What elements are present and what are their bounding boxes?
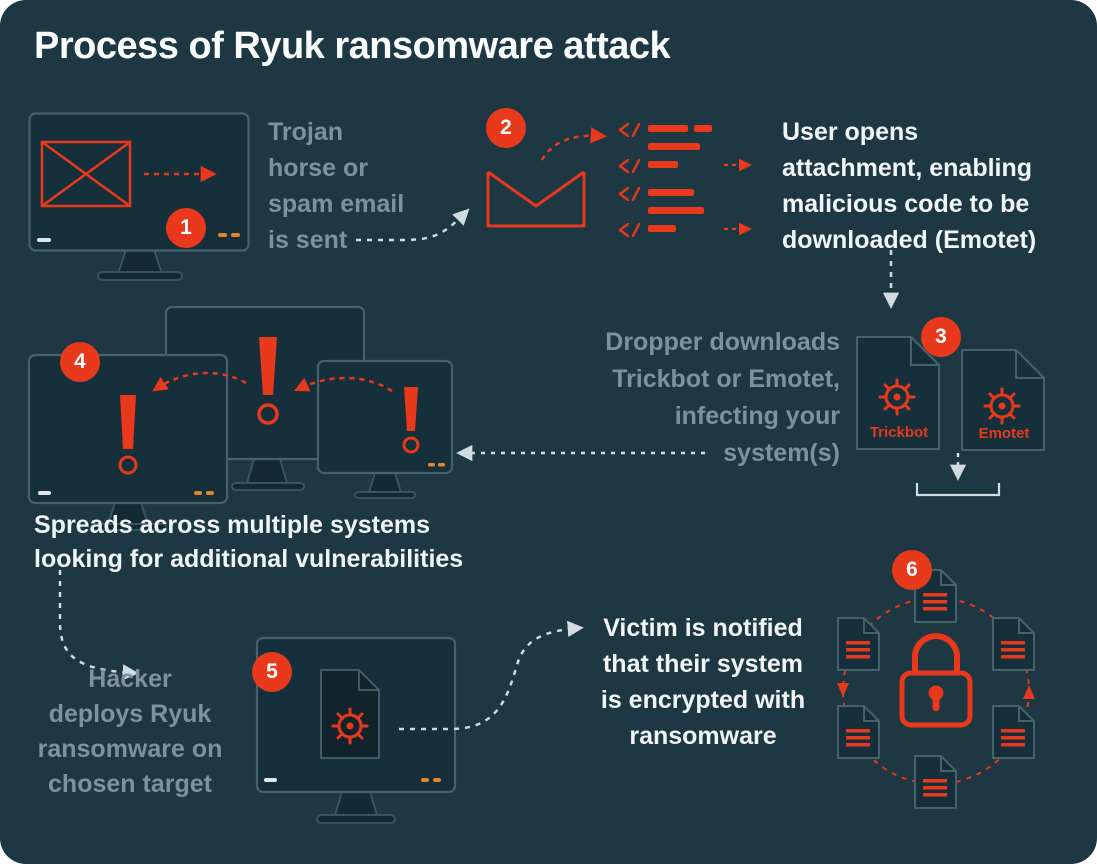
step-6-caption: Victim is notified that their system is … [600,614,806,750]
emotet-label: Emotet [978,425,1030,442]
encrypted-files-lock-icon [837,569,1035,809]
step-1-caption: Trojan horse or spam email is sent [268,118,405,254]
open-envelope-icon [486,127,607,228]
trickbot-label: Trickbot [869,424,929,441]
step-2-caption: User opens attachment, enabling maliciou… [782,118,1037,254]
malicious-code-icon [618,122,752,238]
step-3-caption: Dropper downloads Trickbot or Emotet, in… [605,328,840,467]
step-2-badge: 2 [486,108,526,148]
step-4-badge: 4 [60,342,100,382]
step-5-caption: Hacker deploys Ryuk ransomware on chosen… [37,665,223,798]
step-5-badge: 5 [252,652,292,692]
step-3-badge: 3 [921,317,961,357]
arrow-step4-to-step5 [58,570,139,681]
step-6-badge: 6 [892,550,932,590]
trickbot-file-icon [856,336,940,450]
arrow-step1-to-step2 [356,208,470,242]
download-bracket-icon [915,453,1001,497]
email-monitor-icon [28,112,250,281]
step-4-caption: Spreads across multiple systems looking … [34,511,464,573]
emotet-file-icon [961,349,1045,451]
ransomware-monitor-icon [255,636,457,824]
step-1-badge: 1 [166,208,206,248]
infographic-title: Process of Ryuk ransomware attack [34,25,671,67]
arrow-step2-down [882,250,900,309]
infected-monitors-icon [27,305,454,531]
arrow-step5-to-victim [399,620,584,731]
arrow-step3-to-step4 [456,444,705,462]
